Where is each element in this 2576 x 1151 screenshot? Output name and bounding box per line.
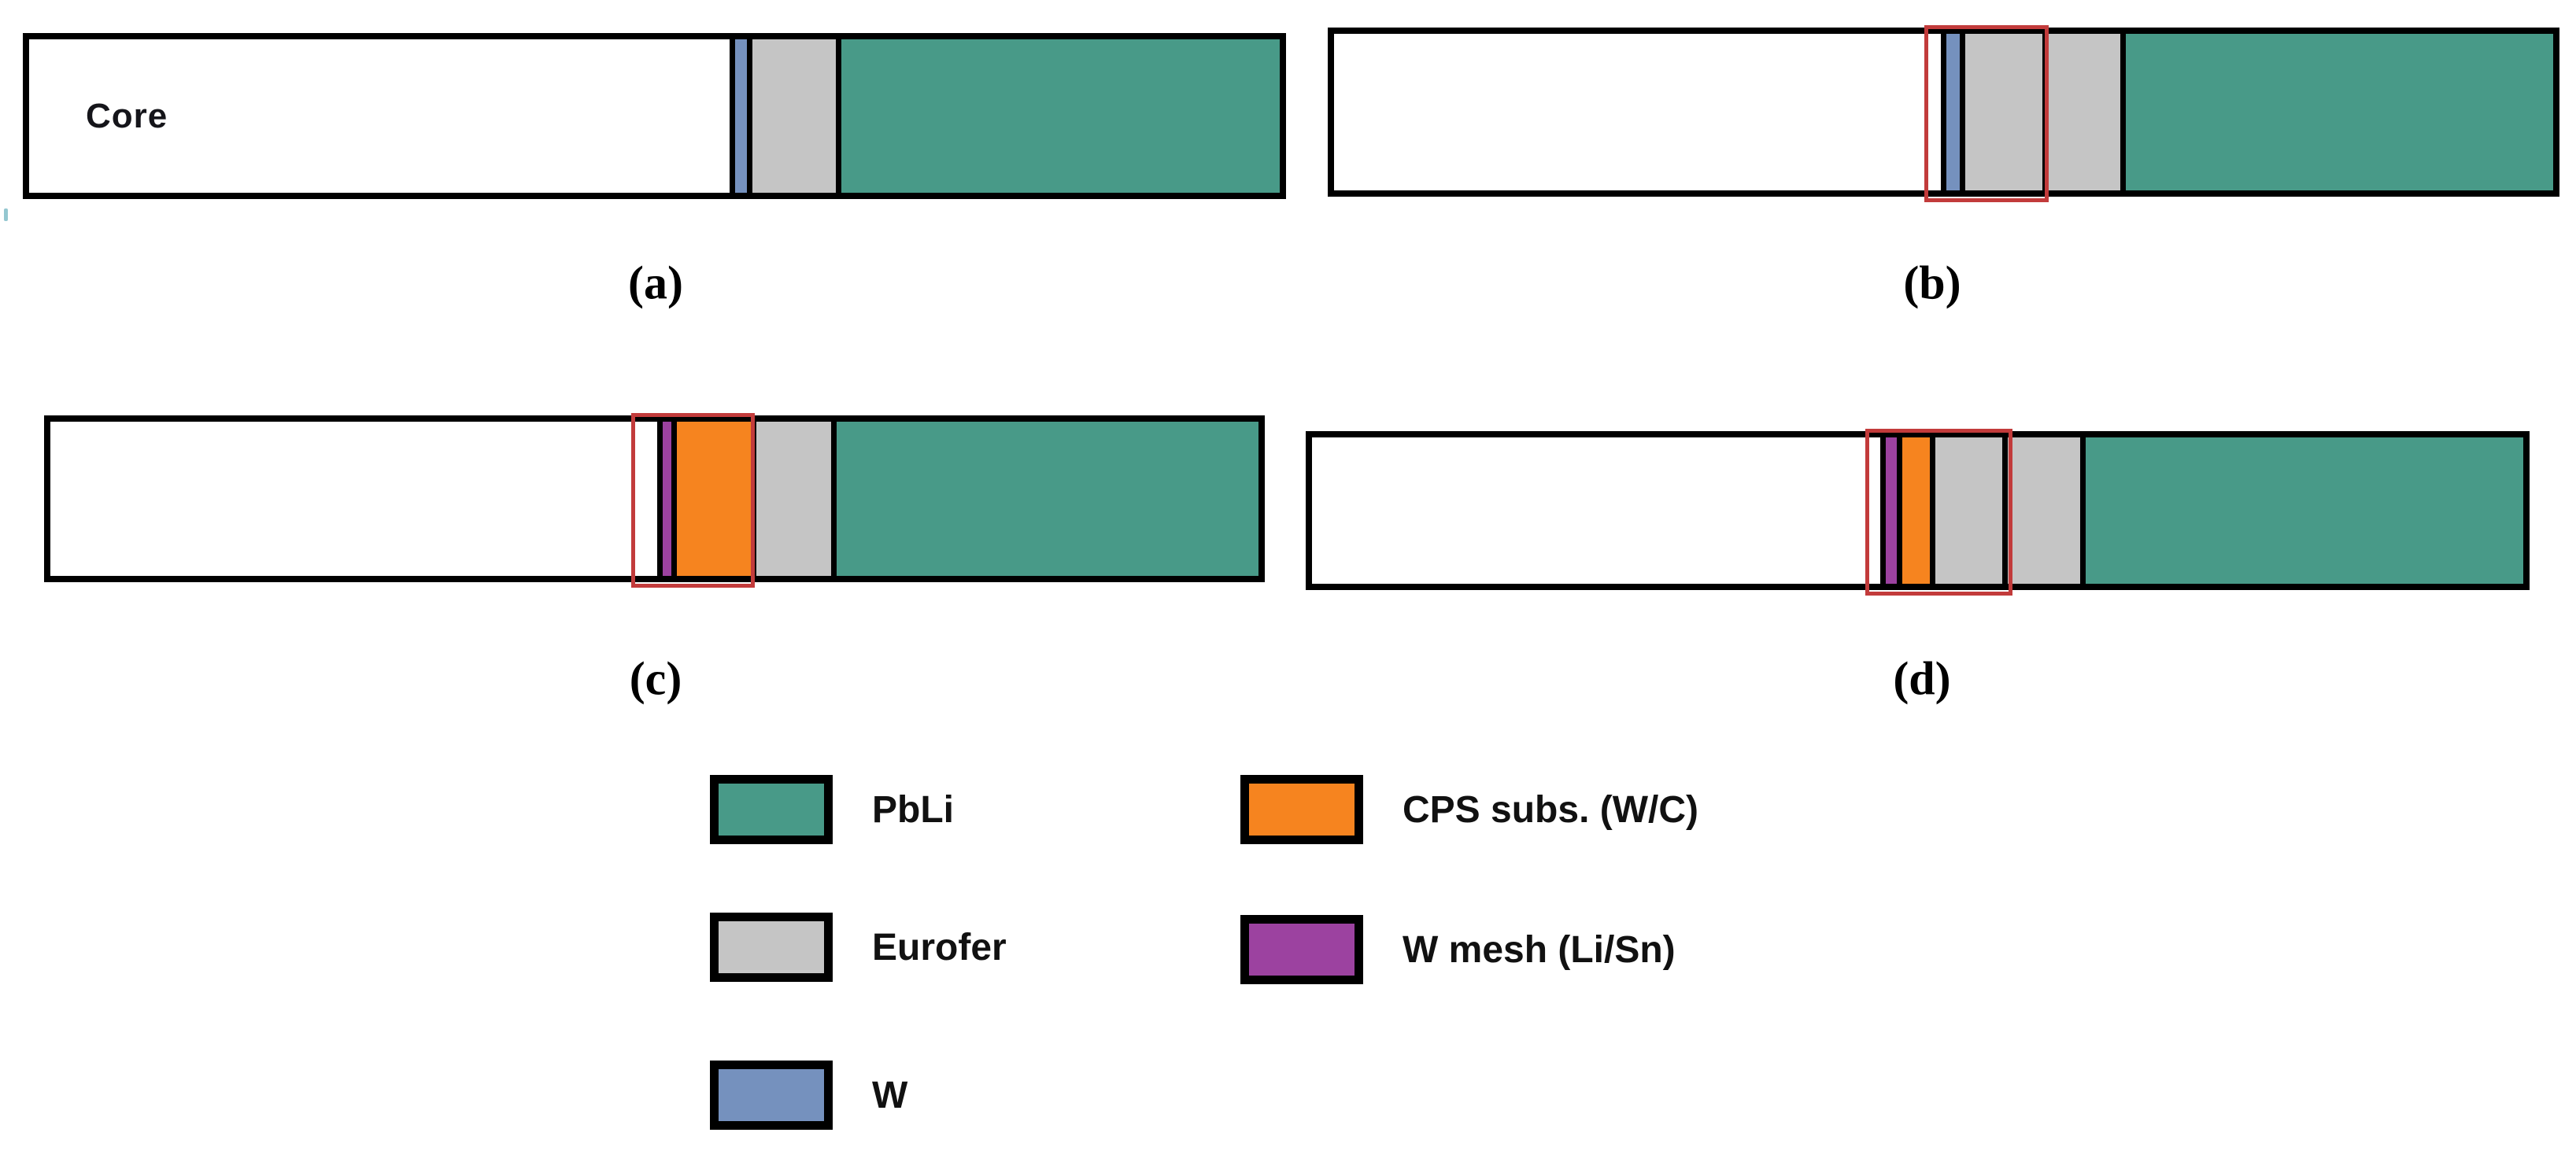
legend-label: W mesh (Li/Sn) xyxy=(1403,928,1676,971)
legend-item-w-mesh-li-sn: W mesh (Li/Sn) xyxy=(1240,915,1676,984)
legend-item-pbli: PbLi xyxy=(710,775,954,844)
segment-w-mesh-li-sn xyxy=(1879,437,1898,584)
legend-label: W xyxy=(872,1074,908,1116)
segment-pbli xyxy=(830,422,1258,576)
segment-w xyxy=(1941,34,1960,190)
segment-eurofer xyxy=(2002,437,2080,584)
segment-core-vacuum xyxy=(1312,437,1880,584)
segment-pbli xyxy=(835,39,1280,193)
segment-w-mesh-li-sn xyxy=(656,422,671,576)
panel-caption-b: (b) xyxy=(1903,256,1961,309)
legend-label: Eurofer xyxy=(872,926,1007,968)
panel-caption-a: (a) xyxy=(628,256,683,309)
segment-cps-subs-w-c xyxy=(671,422,752,576)
legend-label: CPS subs. (W/C) xyxy=(1403,788,1699,831)
legend-swatch xyxy=(710,1061,833,1130)
segment-w xyxy=(729,39,748,193)
legend-item-w: W xyxy=(710,1061,907,1130)
segment-eurofer xyxy=(1929,437,2003,584)
segment-core-vacuum xyxy=(1334,34,1942,190)
legend-swatch xyxy=(1240,915,1363,984)
material-bar-c xyxy=(44,413,1265,588)
material-bar-d xyxy=(1306,429,2530,596)
segment-eurofer xyxy=(751,422,831,576)
segment-eurofer xyxy=(1959,34,2042,190)
panel-caption-c: (c) xyxy=(629,652,682,705)
legend-label: PbLi xyxy=(872,788,954,831)
segment-core-vacuum xyxy=(29,39,730,193)
segment-cps-subs-w-c xyxy=(1897,437,1930,584)
legend-swatch xyxy=(710,913,833,982)
segment-core-vacuum xyxy=(50,422,657,576)
legend-swatch xyxy=(710,775,833,844)
legend-item-cps-subs-w-c: CPS subs. (W/C) xyxy=(1240,775,1698,844)
panel-caption-d: (d) xyxy=(1893,652,1951,705)
material-bar-a: Core xyxy=(23,33,1286,199)
segment-pbli xyxy=(2120,34,2553,190)
legend-item-eurofer: Eurofer xyxy=(710,913,1007,982)
stray-mark xyxy=(4,208,8,221)
legend-swatch xyxy=(1240,775,1363,844)
segment-pbli xyxy=(2079,437,2523,584)
material-bar-b xyxy=(1328,25,2559,202)
core-label: Core xyxy=(86,96,168,135)
segment-eurofer xyxy=(747,39,836,193)
